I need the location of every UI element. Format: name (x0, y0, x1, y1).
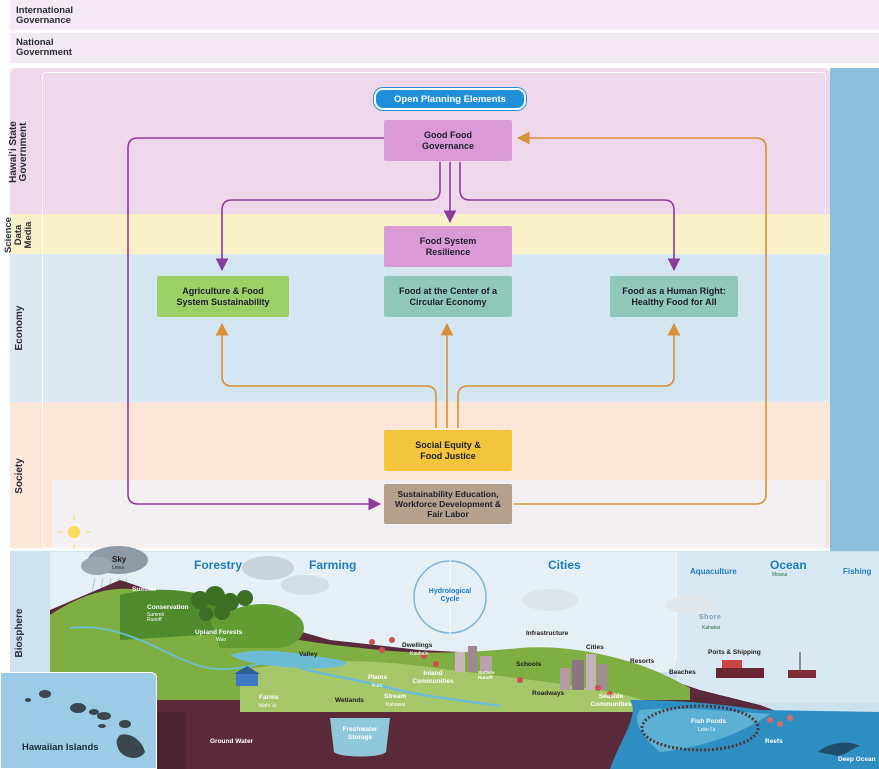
label-ocean: Ocean (770, 558, 807, 572)
label-reefs: Reefs (765, 738, 783, 745)
band-label-national: National Government (16, 37, 72, 58)
label-farms: Farms (259, 694, 279, 701)
label-shore-sub: Kahakai (702, 625, 721, 631)
band-international: International Governance (10, 0, 879, 30)
label-fish-ponds: Fish Ponds (691, 718, 727, 725)
label-ocean-sub: Moana (772, 572, 788, 578)
label-valley: Valley (299, 651, 318, 658)
label-hawaiian-islands: Hawaiian Islands (22, 742, 99, 753)
label-ground-water: Ground Water (210, 738, 254, 745)
label-plains-sub: Kula (372, 683, 383, 689)
node-circular-economy: Food at the Center of a Circular Economy (384, 276, 512, 317)
label-seaside-communities: Seaside Communities (590, 693, 632, 708)
label-surface-runoff: Surface Runoff (478, 670, 495, 680)
arrow-education-loop-to-gov (514, 131, 767, 505)
arrow-society-to-human-right (457, 322, 681, 428)
label-cities: Cities (586, 644, 604, 651)
label-dwellings-sub: Kauhale (410, 651, 429, 657)
label-inland-communities: Inland Communities (412, 670, 454, 685)
band-national: National Government (10, 33, 879, 63)
label-sky: Sky (112, 555, 127, 564)
arrow-gov-to-human-right (459, 162, 681, 272)
band-label-international: International Governance (16, 5, 74, 26)
node-human-right: Food as a Human Right: Healthy Food for … (610, 276, 738, 317)
node-agriculture-sustainability: Agriculture & Food System Sustainability (157, 276, 289, 317)
label-forestry: Forestry (194, 558, 243, 572)
right-blue-panel (830, 68, 879, 552)
label-ports-shipping: Ports & Shipping (708, 649, 761, 656)
label-infrastructure: Infrastructure (526, 630, 569, 637)
arrow-gov-loop-to-education (127, 137, 384, 511)
label-schools: Schools (516, 661, 542, 668)
label-shore: Shore (699, 614, 722, 621)
label-dwellings: Dwellings (402, 642, 433, 649)
label-aquaculture: Aquaculture (690, 567, 737, 576)
label-freshwater-storage: Freshwater Storage (342, 726, 378, 741)
arrow-society-to-agriculture (215, 322, 437, 428)
label-fish-ponds-sub: Loko I'a (698, 727, 716, 733)
label-upland-forests: Upland Forests (195, 629, 243, 636)
node-social-equity: Social Equity & Food Justice (384, 430, 512, 471)
label-conservation: Conservation (147, 604, 189, 611)
label-stream-sub: Kahawai (386, 702, 406, 708)
label-wetlands: Wetlands (335, 697, 364, 704)
label-fishing: Fishing (843, 567, 872, 576)
label-deep-ocean: Deep Ocean (838, 756, 876, 763)
label-conservation-sub: Summit Runoff (147, 612, 164, 623)
label-farming: Farming (309, 558, 357, 572)
arrow-gov-to-agriculture (215, 162, 441, 272)
label-roadways: Roadways (532, 690, 565, 697)
label-summit: Summit (132, 586, 156, 593)
node-food-system-resilience: Food System Resilience (384, 226, 512, 267)
node-sustainability-education: Sustainability Education, Workforce Deve… (384, 484, 512, 524)
label-upland-forests-sub: Wao (216, 637, 227, 643)
node-good-food-governance: Good Food Governance (384, 120, 512, 161)
label-plains: Plains (368, 674, 388, 681)
label-cities-header: Cities (548, 558, 581, 572)
label-sky-sub: Lewa (112, 565, 124, 571)
label-beaches: Beaches (669, 669, 696, 676)
label-resorts: Resorts (630, 658, 655, 665)
label-stream: Stream (384, 693, 407, 700)
label-farms-sub: Mahi 'ai (259, 703, 277, 709)
label-hydrological-cycle: Hydrological Cycle (428, 588, 472, 603)
open-planning-elements-pill: Open Planning Elements (374, 88, 526, 110)
